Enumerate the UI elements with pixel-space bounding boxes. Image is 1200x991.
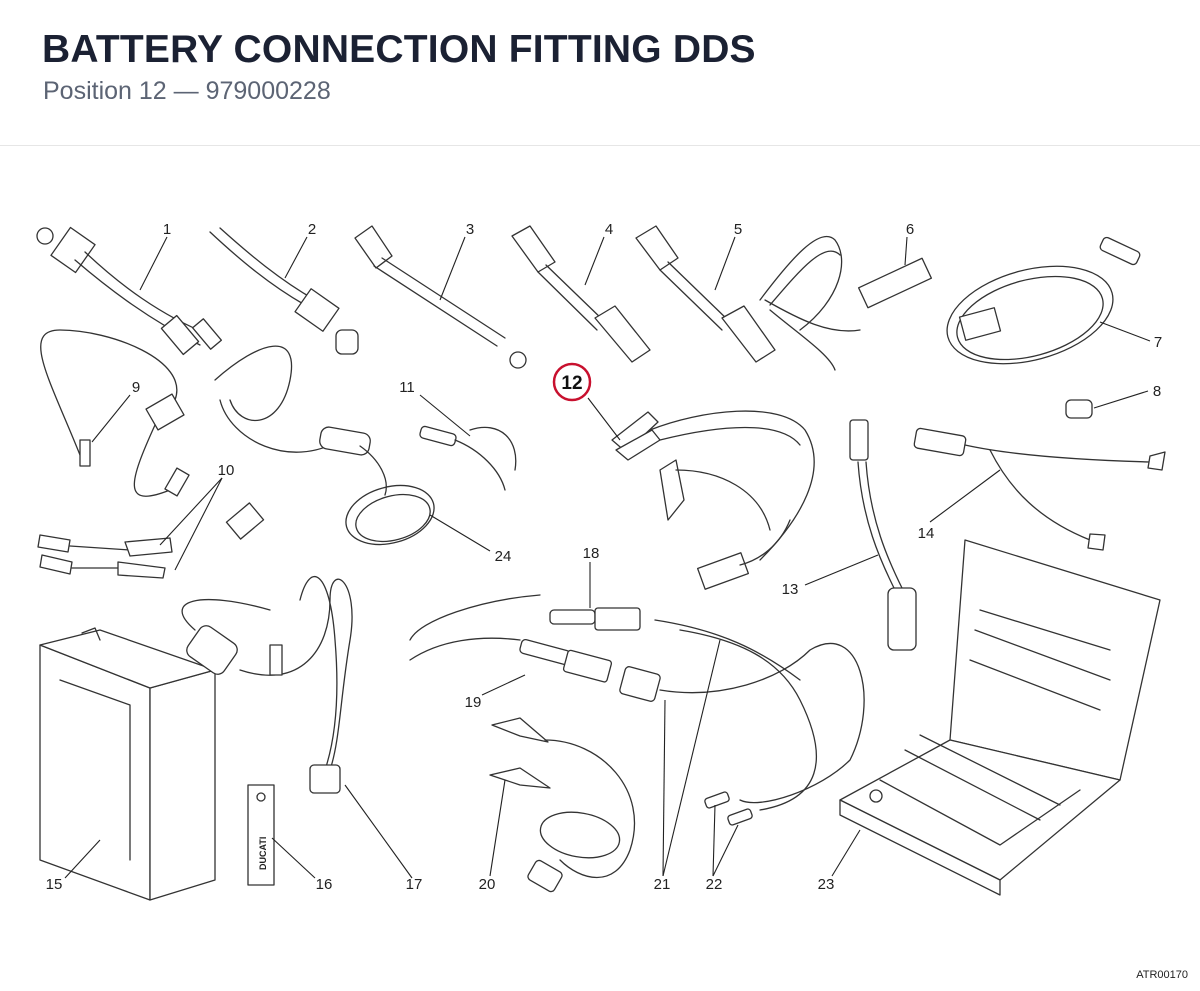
part-drawings: DUCATI	[36, 225, 1166, 901]
callout-9: 9	[132, 379, 140, 396]
part-10-drawing	[37, 534, 173, 579]
callout-1: 1	[163, 221, 171, 238]
callout-16: 16	[316, 876, 333, 893]
part-16-drawing: DUCATI	[247, 784, 275, 886]
part-15-drawing	[39, 627, 216, 901]
reference-code: ATR00170	[1136, 969, 1188, 981]
highlighted-callout-12: 12	[552, 362, 592, 402]
part-18-drawing	[409, 594, 801, 681]
callout-7: 7	[1154, 334, 1162, 351]
leader-lines	[64, 236, 1151, 879]
callout-24: 24	[495, 548, 512, 565]
part-1-drawing	[36, 226, 223, 356]
callout-18: 18	[583, 545, 600, 562]
callout-4: 4	[605, 221, 613, 238]
part-16-tag-text: DUCATI	[258, 837, 268, 870]
page-subtitle: Position 12 — 979000228	[43, 77, 331, 105]
part-23-drawing	[839, 539, 1161, 896]
callout-2: 2	[308, 221, 316, 238]
callout-22: 22	[706, 876, 723, 893]
callout-10: 10	[218, 462, 235, 479]
highlight-ring	[552, 362, 592, 402]
part-7-drawing	[946, 236, 1141, 365]
callout-17: 17	[406, 876, 423, 893]
page-title: BATTERY CONNECTION FITTING DDS	[42, 28, 756, 71]
callout-8: 8	[1153, 383, 1161, 400]
part-9-drawing	[40, 329, 190, 497]
highlight-label: 12	[561, 373, 582, 394]
part-13-drawing	[849, 419, 917, 651]
part-19-drawing	[409, 637, 613, 683]
callout-6: 6	[906, 221, 914, 238]
part-17-drawing	[181, 576, 353, 794]
part-14-drawing	[913, 427, 1166, 551]
callout-23: 23	[818, 876, 835, 893]
part-2-drawing	[209, 227, 359, 355]
callout-19: 19	[465, 694, 482, 711]
callout-20: 20	[479, 876, 496, 893]
header: BATTERY CONNECTION FITTING DDS Position …	[0, 0, 1200, 146]
callout-5: 5	[734, 221, 742, 238]
part-6-drawing	[759, 235, 933, 371]
callout-15: 15	[46, 876, 63, 893]
callout-numbers: 1 2 3 4 5 6 7 8 9 10 11 13 14 15 16 17 1…	[46, 221, 1163, 893]
callout-21: 21	[654, 876, 671, 893]
part-12-drawing	[611, 410, 815, 590]
part-11-drawing	[419, 425, 517, 491]
part-8-drawing	[1065, 399, 1093, 419]
part-4-drawing	[511, 225, 651, 363]
part-21-drawing	[619, 629, 865, 811]
callout-11: 11	[399, 379, 415, 396]
callout-13: 13	[782, 581, 799, 598]
part-22-drawing	[704, 791, 753, 826]
part-20-drawing	[489, 717, 636, 893]
part-3-drawing	[354, 225, 527, 369]
callout-3: 3	[466, 221, 474, 238]
callout-14: 14	[918, 525, 935, 542]
part-24-drawing	[214, 345, 435, 546]
part-5-drawing	[635, 225, 776, 363]
